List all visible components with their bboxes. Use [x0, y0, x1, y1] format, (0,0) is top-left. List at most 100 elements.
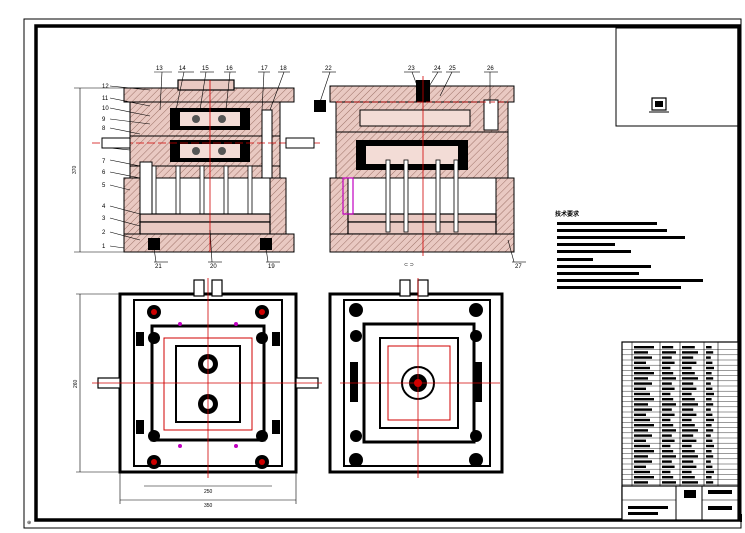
- parts-list-cell-text: [706, 361, 713, 364]
- tech-requirements-title: 技术要求: [555, 210, 580, 218]
- parts-list-cell-text: [706, 460, 711, 463]
- part-label-8: 8: [102, 126, 106, 132]
- plan-inner-width-dim: 250: [204, 489, 213, 495]
- parts-list-cell-text: [662, 392, 671, 396]
- parts-list-cell-text: [682, 418, 692, 422]
- plan-view-moving: 260 250 350: [73, 278, 322, 509]
- parts-list-cell-text: [662, 470, 671, 474]
- parts-list-cell-text: [662, 408, 672, 411]
- parts-list-cell-text: [634, 408, 652, 411]
- parts-list-cell-text: [662, 424, 674, 427]
- part-label-6: 6: [102, 170, 106, 176]
- parts-list-cell-text: [662, 366, 671, 370]
- parts-list-cell-text: [634, 460, 652, 463]
- parts-list-cell-text: [706, 444, 714, 448]
- corner-box: [615, 27, 739, 127]
- parts-list-cell-text: [682, 470, 692, 474]
- parts-list-cell-text: [682, 377, 698, 380]
- tech-requirements: 技术要求: [555, 210, 703, 289]
- parts-list-cell-text: [662, 356, 672, 359]
- parts-list-cell-text: [706, 418, 714, 422]
- parts-list-cell-text: [706, 429, 714, 432]
- parts-list-cell-text: [682, 356, 694, 359]
- parts-list-cell-text: [662, 351, 676, 354]
- parts-list-cell-text: [706, 476, 712, 479]
- part-label-17: 17: [261, 66, 268, 72]
- parts-list-cell-text: [662, 346, 674, 349]
- parts-list-cell-text: [634, 382, 652, 385]
- part-label-25: 25: [449, 66, 456, 72]
- inner-border: [34, 24, 741, 522]
- part-label-24: 24: [434, 66, 441, 72]
- part-label-26: 26: [487, 66, 494, 72]
- parts-list-cell-text: [634, 470, 650, 474]
- plan-outer-width-dim: 350: [204, 503, 213, 509]
- section-view: 370: [72, 66, 320, 270]
- parts-list-cell-text: [682, 439, 697, 442]
- part-label-2: 2: [102, 230, 106, 236]
- part-label-7: 7: [102, 159, 106, 165]
- svg-text:⊂ ⊃: ⊂ ⊃: [404, 262, 414, 268]
- parts-list-cell-text: [682, 346, 695, 349]
- parts-list-cell-text: [706, 408, 711, 411]
- parts-list-cell-text: [682, 429, 698, 432]
- part-label-4: 4: [102, 204, 106, 210]
- parts-list-cell-text: [662, 377, 676, 380]
- parts-list-cell-text: [682, 361, 697, 364]
- svg-text:⊕: ⊕: [27, 520, 31, 526]
- parts-list-cell-text: [662, 444, 671, 448]
- part-label-10: 10: [102, 106, 109, 112]
- section-height-dim: 370: [72, 165, 78, 174]
- parts-list-cell-text: [682, 398, 695, 401]
- parts-list-cell-text: [662, 465, 675, 468]
- part-label-5: 5: [102, 183, 106, 189]
- plan-view-fixed: [328, 278, 504, 478]
- parts-list-cell-text: [706, 392, 714, 396]
- parts-list-cell-text: [662, 387, 675, 390]
- parts-list-cell-text: [682, 413, 697, 416]
- parts-list-cell-text: [706, 413, 713, 416]
- parts-list-cell-text: [706, 382, 711, 385]
- parts-list-cell-text: [682, 366, 692, 370]
- parts-list-cell-text: [634, 377, 648, 380]
- part-label-15: 15: [202, 66, 209, 72]
- parts-list-cell-text: [634, 429, 648, 432]
- parts-list-cell-text: [662, 403, 676, 406]
- parts-list-cell-text: [706, 439, 713, 442]
- part-label-21: 21: [155, 264, 162, 270]
- parts-list-cell-text: [662, 481, 676, 484]
- parts-list: [621, 341, 739, 521]
- parts-list-cell-text: [706, 450, 712, 453]
- parts-list-cell-text: [662, 460, 672, 463]
- parts-list-cell-text: [634, 450, 654, 453]
- parts-list-cell-text: [634, 351, 648, 354]
- parts-list-cell-text: [706, 481, 714, 484]
- parts-list-cell-text: [682, 351, 698, 354]
- part-label-1: 1: [102, 244, 106, 250]
- part-label-22: 22: [325, 66, 332, 72]
- parts-list-cell-text: [634, 481, 648, 484]
- parts-list-cell-text: [634, 403, 648, 406]
- parts-list-cell-text: [634, 424, 654, 427]
- parts-list-cell-text: [706, 434, 711, 437]
- parts-list-cell-text: [662, 413, 675, 416]
- parts-list-cell-text: [682, 444, 692, 448]
- part-label-14: 14: [179, 66, 186, 72]
- parts-list-cell-text: [682, 455, 698, 458]
- parts-list-cell-text: [662, 398, 674, 401]
- parts-list-cell-text: [662, 429, 676, 432]
- part-label-11: 11: [102, 96, 109, 102]
- parts-list-cell-text: [662, 439, 675, 442]
- parts-list-cell-text: [634, 398, 654, 401]
- part-label-20: 20: [210, 264, 217, 270]
- parts-list-cell-text: [706, 351, 714, 354]
- part-label-13: 13: [156, 66, 163, 72]
- parts-list-cell-text: [634, 418, 650, 422]
- parts-list-cell-text: [706, 372, 712, 375]
- parts-list-cell-text: [634, 434, 652, 437]
- part-label-23: 23: [408, 66, 415, 72]
- parts-list-cell-text: [682, 424, 695, 427]
- parts-list-cell-text: [662, 361, 675, 364]
- parts-list-cell-text: [634, 476, 654, 479]
